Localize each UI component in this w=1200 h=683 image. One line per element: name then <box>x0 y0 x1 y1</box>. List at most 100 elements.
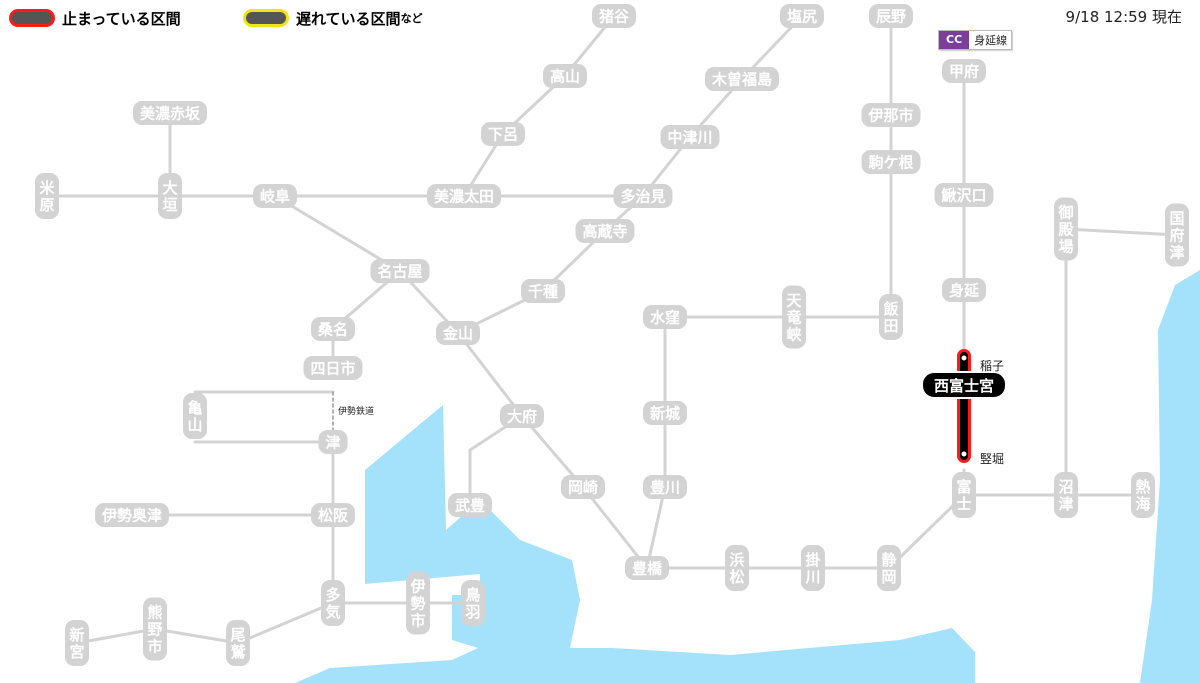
station-name: 多治見 <box>620 188 665 206</box>
station-name: 甲府 <box>949 63 979 81</box>
station-tatsuno[interactable]: 辰野 <box>869 4 913 28</box>
station-name: 美濃太田 <box>434 188 494 206</box>
station-kakegawa[interactable]: 掛川 <box>801 545 825 591</box>
station-name: 四日市 <box>310 360 355 378</box>
station-fuji[interactable]: 富士 <box>952 472 976 518</box>
station-name: 大府 <box>507 408 537 426</box>
station-kuwana[interactable]: 桑名 <box>311 317 355 341</box>
track-segment <box>153 627 240 645</box>
legend-delayed: 遅れている区間 など <box>246 4 423 32</box>
stopped-section[interactable] <box>957 349 971 463</box>
update-timestamp: 9/18 12:59 現在 <box>1065 8 1182 26</box>
station-atami[interactable]: 熱海 <box>1131 472 1155 518</box>
station-nishi-fujinomiya[interactable]: 西富士宮 <box>921 371 1007 399</box>
station-nakatsugawa[interactable]: 中津川 <box>660 125 720 149</box>
station-name: 岐阜 <box>260 188 290 206</box>
station-matsusaka[interactable]: 松阪 <box>311 503 355 527</box>
station-komagane[interactable]: 駒ケ根 <box>861 150 921 174</box>
station-obu[interactable]: 大府 <box>500 404 544 428</box>
station-owase[interactable]: 尾鷲 <box>226 620 250 666</box>
station-mizukubo[interactable]: 水窪 <box>643 305 687 329</box>
station-kisofukushima[interactable]: 木曽福島 <box>705 67 779 91</box>
station-gero[interactable]: 下呂 <box>481 122 525 146</box>
line-badge-minobu[interactable]: CC 身延線 <box>938 30 1013 50</box>
station-name: 木曽福島 <box>711 71 772 89</box>
station-toyohashi[interactable]: 豊橋 <box>625 556 669 580</box>
track-segment <box>581 485 649 570</box>
station-iseokitsu[interactable]: 伊勢奥津 <box>95 503 169 527</box>
track-lines <box>45 14 1179 645</box>
track-segment <box>273 194 402 273</box>
legend-stopped: 止まっている区間 <box>12 4 181 32</box>
station-toyokawa[interactable]: 豊川 <box>643 475 687 499</box>
station-name: 豊橋 <box>632 560 663 578</box>
station-name: 高山 <box>550 68 580 86</box>
station-name: 新城 <box>650 405 680 423</box>
label-ise_railway: 伊勢鉄道 <box>338 405 374 417</box>
station-kajikazawaguchi[interactable]: 鰍沢口 <box>934 183 994 207</box>
delayed-swatch <box>246 12 286 24</box>
station-shingu[interactable]: 新宮 <box>65 620 89 666</box>
station-name: 沼津 <box>1058 478 1073 513</box>
station-name: 富士 <box>956 478 971 513</box>
station-minoakasaka[interactable]: 美濃赤坂 <box>133 101 207 125</box>
station-inashi[interactable]: 伊那市 <box>861 103 921 127</box>
station-numazu[interactable]: 沼津 <box>1054 472 1078 518</box>
station-tsu[interactable]: 津 <box>318 430 348 454</box>
station-kofu[interactable]: 甲府 <box>942 59 986 83</box>
station-nagoya[interactable]: 名古屋 <box>370 259 430 283</box>
station-iida[interactable]: 飯田 <box>879 294 903 340</box>
station-taketoyo[interactable]: 武豊 <box>448 493 492 517</box>
station-maibara[interactable]: 米原 <box>35 173 59 219</box>
station-kameyama[interactable]: 亀山 <box>183 393 207 439</box>
station-kumanoshi[interactable]: 熊野市 <box>143 597 167 661</box>
track-segment <box>456 331 524 418</box>
tatebori-dot <box>961 451 967 457</box>
stopped-swatch <box>12 12 52 24</box>
station-yokkaichi[interactable]: 四日市 <box>303 356 363 380</box>
station-kanayama[interactable]: 金山 <box>436 321 480 345</box>
station-name: 伊勢市 <box>409 578 425 630</box>
station-minoota[interactable]: 美濃太田 <box>427 184 501 208</box>
station-ogaki[interactable]: 大垣 <box>158 173 182 219</box>
station-name: 千種 <box>528 283 558 301</box>
station-name: 掛川 <box>804 551 820 586</box>
station-inotani[interactable]: 猪谷 <box>592 4 636 28</box>
inako-dot <box>961 355 967 361</box>
station-name: 国府津 <box>1169 210 1184 262</box>
station-name: 熊野市 <box>147 604 162 656</box>
station-shiojiri[interactable]: 塩尻 <box>780 4 824 28</box>
station-tajimi[interactable]: 多治見 <box>613 184 673 208</box>
station-shizuoka[interactable]: 静岡 <box>877 545 901 591</box>
station-name: 伊勢奥津 <box>101 507 162 525</box>
station-iseshi[interactable]: 伊勢市 <box>406 571 430 635</box>
station-taki[interactable]: 多気 <box>321 580 345 626</box>
station-name: 鳥羽 <box>465 586 480 621</box>
station-kozu[interactable]: 国府津 <box>1165 203 1189 267</box>
station-okazaki[interactable]: 岡崎 <box>561 475 605 499</box>
station-chikusa[interactable]: 千種 <box>521 279 565 303</box>
station-name: 豊川 <box>650 479 680 497</box>
station-kozoji[interactable]: 高蔵寺 <box>575 219 635 243</box>
station-takayama[interactable]: 高山 <box>543 64 587 88</box>
station-name: 高蔵寺 <box>582 223 627 241</box>
station-tenryukyo[interactable]: 天竜峡 <box>782 285 806 349</box>
station-name: 身延 <box>949 282 980 300</box>
station-gifu[interactable]: 岐阜 <box>253 184 297 208</box>
station-gotemba[interactable]: 御殿場 <box>1054 197 1078 261</box>
station-name: 下呂 <box>488 126 518 144</box>
east-coast-water <box>1140 270 1200 683</box>
station-name: 飯田 <box>882 300 898 335</box>
station-name: 名古屋 <box>377 263 422 281</box>
station-shinshiro[interactable]: 新城 <box>643 401 687 425</box>
station-name: 天竜峡 <box>786 292 802 344</box>
legend-stopped-label: 止まっている区間 <box>62 9 181 28</box>
station-toba[interactable]: 鳥羽 <box>461 580 485 626</box>
track-segment <box>1064 227 1179 237</box>
track-segment <box>887 493 966 570</box>
station-minobu[interactable]: 身延 <box>942 278 986 302</box>
highlight-station-name: 西富士宮 <box>934 377 994 395</box>
ise-bay-water <box>295 405 975 683</box>
station-hamamatsu[interactable]: 浜松 <box>725 545 749 591</box>
